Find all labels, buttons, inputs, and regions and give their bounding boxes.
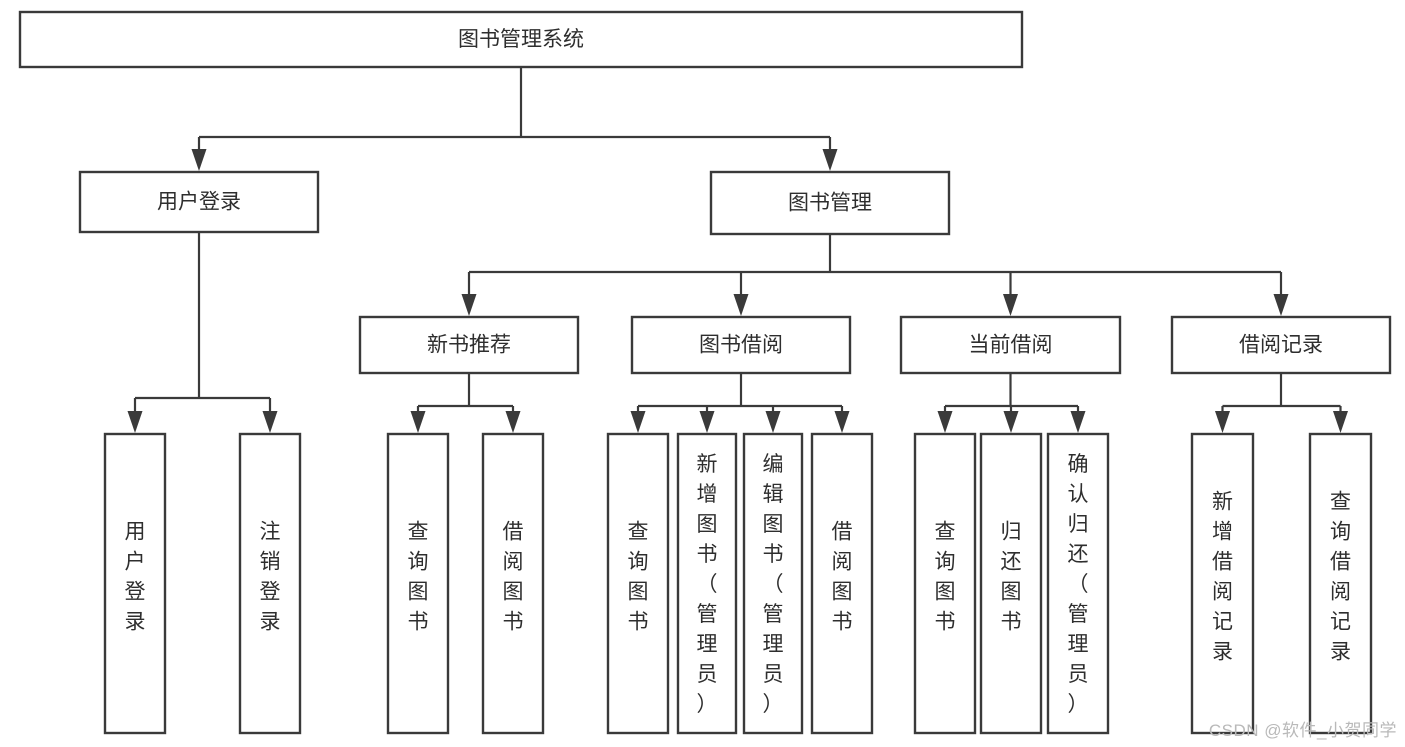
arrow-head-icon (733, 294, 749, 316)
node-leaf-user-login[interactable]: 用户登录 (103, 432, 167, 735)
node-box[interactable] (1170, 315, 1392, 375)
node-label: 查询图书 (628, 521, 649, 634)
node-box[interactable] (1046, 432, 1110, 735)
node-leaf-rec-query[interactable]: 查询借阅记录 (1308, 432, 1373, 735)
node-label: 注销登录 (260, 521, 281, 634)
node-box[interactable] (979, 432, 1043, 735)
node-label: 确认归还（管理员） (1068, 453, 1089, 716)
node-box[interactable] (810, 432, 874, 735)
node-box[interactable] (1190, 432, 1255, 735)
node-label: 当前借阅 (969, 334, 1053, 357)
node-leaf-borrow-lend[interactable]: 借阅图书 (810, 432, 874, 735)
node-box[interactable] (742, 432, 804, 735)
connector-group (1215, 373, 1348, 433)
node-label: 借阅图书 (503, 521, 524, 634)
node-bookmgmt[interactable]: 图书管理 (709, 170, 951, 236)
node-box[interactable] (78, 170, 320, 234)
arrow-head-icon (630, 411, 646, 433)
arrow-head-icon (262, 411, 278, 433)
node-box[interactable] (481, 432, 545, 735)
node-label: 编辑图书（管理员） (763, 453, 784, 716)
node-layer: 图书管理系统用户登录图书管理新书推荐图书借阅当前借阅借阅记录用户登录注销登录查询… (18, 10, 1392, 735)
arrow-head-icon (1273, 294, 1289, 316)
node-label: 借阅图书 (832, 521, 853, 634)
node-login[interactable]: 用户登录 (78, 170, 320, 234)
arrow-head-icon (1333, 411, 1348, 433)
node-label: 新增借阅记录 (1212, 491, 1233, 664)
node-box[interactable] (913, 432, 977, 735)
arrow-head-icon (1070, 411, 1086, 433)
arrow-head-icon (765, 411, 781, 433)
node-leaf-rec-add[interactable]: 新增借阅记录 (1190, 432, 1255, 735)
node-box[interactable] (238, 432, 302, 735)
node-box[interactable] (899, 315, 1122, 375)
connector-group (630, 373, 850, 433)
node-leaf-borrow-add[interactable]: 新增图书（管理员） (676, 432, 738, 735)
node-leaf-cur-return[interactable]: 归还图书 (979, 432, 1043, 735)
connector-group (937, 373, 1086, 433)
node-root[interactable]: 图书管理系统 (18, 10, 1024, 69)
node-leaf-new-query[interactable]: 查询图书 (386, 432, 450, 735)
node-leaf-cur-query[interactable]: 查询图书 (913, 432, 977, 735)
node-label: 图书管理 (788, 192, 872, 215)
node-label: 借阅记录 (1239, 334, 1323, 357)
node-newbook[interactable]: 新书推荐 (358, 315, 580, 375)
node-label: 图书借阅 (699, 334, 783, 357)
arrow-head-icon (1215, 411, 1230, 433)
connector-group (410, 373, 521, 433)
node-label: 归还图书 (1001, 521, 1022, 634)
node-leaf-user-logout[interactable]: 注销登录 (238, 432, 302, 735)
node-box[interactable] (386, 432, 450, 735)
node-box[interactable] (18, 10, 1024, 69)
node-records[interactable]: 借阅记录 (1170, 315, 1392, 375)
node-box[interactable] (630, 315, 852, 375)
arrow-head-icon (834, 411, 850, 433)
arrow-head-icon (410, 411, 426, 433)
arrow-head-icon (191, 149, 207, 171)
node-leaf-cur-confirm[interactable]: 确认归还（管理员） (1046, 432, 1110, 735)
node-leaf-new-borrow[interactable]: 借阅图书 (481, 432, 545, 735)
node-box[interactable] (358, 315, 580, 375)
node-label: 图书管理系统 (458, 28, 584, 51)
arrow-head-icon (1003, 294, 1018, 316)
node-label: 用户登录 (157, 191, 241, 214)
node-label: 用户登录 (125, 521, 146, 634)
node-box[interactable] (709, 170, 951, 236)
watermark-text: CSDN @软件_小贺同学 (1208, 721, 1397, 740)
arrow-head-icon (127, 411, 143, 433)
node-box[interactable] (676, 432, 738, 735)
node-leaf-borrow-edit[interactable]: 编辑图书（管理员） (742, 432, 804, 735)
node-box[interactable] (1308, 432, 1373, 735)
node-current[interactable]: 当前借阅 (899, 315, 1122, 375)
node-borrow[interactable]: 图书借阅 (630, 315, 852, 375)
node-label: 新增图书（管理员） (697, 453, 718, 716)
node-box[interactable] (103, 432, 167, 735)
node-label: 新书推荐 (427, 334, 511, 357)
arrow-head-icon (461, 294, 477, 316)
arrow-head-icon (699, 411, 715, 433)
arrow-head-icon (937, 411, 953, 433)
connector-group (127, 232, 278, 433)
arrow-head-icon (505, 411, 521, 433)
connector-group (461, 234, 1289, 316)
connector-layer (127, 67, 1348, 433)
connector-group (191, 67, 838, 171)
node-label: 查询图书 (408, 521, 429, 634)
node-box[interactable] (606, 432, 670, 735)
node-label: 查询借阅记录 (1330, 491, 1351, 664)
node-label: 查询图书 (935, 521, 956, 634)
arrow-head-icon (1003, 411, 1019, 433)
arrow-head-icon (822, 149, 838, 171)
node-leaf-borrow-query[interactable]: 查询图书 (606, 432, 670, 735)
